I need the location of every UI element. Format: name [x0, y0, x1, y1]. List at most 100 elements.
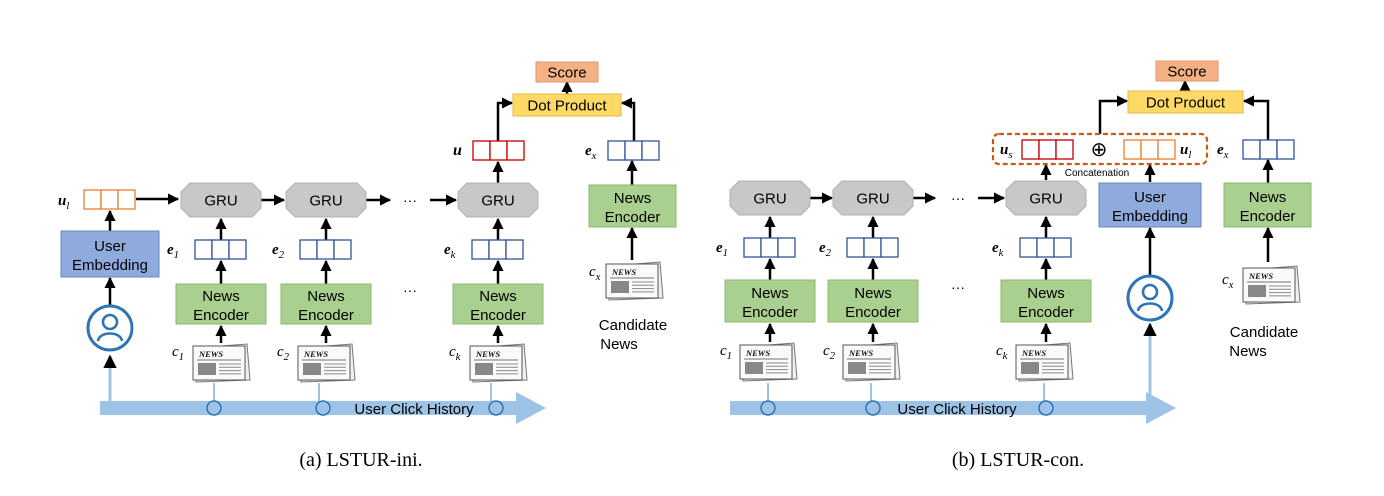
news-encoder-candidate-b-label-line1: News [1249, 189, 1287, 206]
news-encoder-a-k-label-line1: News [479, 288, 517, 305]
news-encoder-a-2 [280, 283, 372, 325]
vector-ul-b [1123, 139, 1176, 160]
candidate-label-a-1: Candidate [599, 317, 667, 334]
vector-ex-a-cell [641, 140, 660, 161]
vector-ul-a-cell [100, 189, 119, 210]
label-e-a-2: e2 [272, 242, 285, 261]
newspaper-b-2-photo [848, 362, 866, 374]
vector-e-a-1 [194, 239, 247, 260]
user-embedding-box-b-label-line2: Embedding [1112, 208, 1188, 225]
dot-product-b-label: Dot Product [1146, 95, 1226, 112]
gru-a-k [457, 182, 539, 218]
newspaper-a-k-title: NEWS [475, 349, 500, 359]
vector-e-a-2 [299, 239, 352, 260]
user-embedding-box-b-label-line1: User [1134, 189, 1166, 206]
label-c-b-2-subscript: 2 [830, 350, 836, 362]
history-arrow-a-shaft [100, 401, 516, 415]
news-encoder-candidate-b [1223, 182, 1312, 228]
label-cx-a: cx [589, 264, 601, 283]
newspaper-a-k: NEWS [469, 343, 528, 383]
label-ul-b-subscript: l [1188, 149, 1191, 161]
news-encoder-candidate-a-label-line2: Encoder [605, 209, 661, 226]
label-c-a-k: ck [449, 344, 461, 363]
user-embedding-box-b [1098, 182, 1202, 228]
vector-u-a-cell [472, 140, 491, 161]
news-encoder-b-2-label-line1: News [854, 285, 892, 302]
score-b-label: Score [1167, 64, 1206, 81]
label-us-b-symbol: u [1000, 142, 1008, 158]
history-arrow-b-node [760, 400, 776, 416]
label-ul-a: ul [58, 193, 69, 212]
vector-e-a-k-cell [505, 239, 524, 260]
candidate-label-b-2: News [1229, 343, 1267, 360]
vector-e-b-1 [743, 237, 796, 258]
label-c-a-2-subscript: 2 [284, 351, 290, 363]
label-ul-a-symbol: u [58, 193, 66, 209]
label-cx-a-symbol: c [589, 264, 596, 280]
label-e-b-k-symbol: e [992, 240, 999, 256]
vector-us-b-cell [1055, 139, 1074, 160]
label-ex-b: ex [1217, 142, 1229, 161]
label-cx-a-subscript: x [595, 271, 601, 283]
label-us-b-subscript: s [1008, 149, 1012, 161]
label-cx-b-subscript: x [1228, 279, 1234, 291]
user-icon-a-body [96, 332, 124, 342]
label-e-b-k: ek [992, 240, 1004, 259]
history-arrow-b-node [1038, 400, 1054, 416]
vector-e-b-2-cell [880, 237, 899, 258]
label-e-a-2-symbol: e [272, 242, 279, 258]
label-c-b-2-symbol: c [823, 343, 830, 359]
gru-a-2 [285, 182, 367, 218]
news-encoder-b-1 [724, 279, 816, 323]
label-c-b-1-subscript: 1 [727, 350, 732, 362]
candidate-label-b-1: Candidate [1230, 324, 1298, 341]
vector-e-b-1-cell [760, 237, 779, 258]
vector-e-a-2-cell [316, 239, 335, 260]
vector-e-b-1-cell [743, 237, 762, 258]
gru-a-1-label: GRU [204, 193, 237, 210]
vector-e-b-k-cell [1053, 237, 1072, 258]
news-encoder-candidate-a-label-line1: News [614, 190, 652, 207]
label-e-a-1-symbol: e [167, 242, 174, 258]
gru-b-k [1005, 180, 1087, 216]
newspaper-a-k-photo [475, 363, 493, 375]
ex-to-dot-b [1242, 95, 1270, 140]
news-encoder-a-1-label-line1: News [202, 288, 240, 305]
vector-us-b-cell [1021, 139, 1040, 160]
user-embedding-box-a [60, 230, 160, 278]
vector-ex-a-cell [607, 140, 626, 161]
ellipsis-gru-a: ··· [403, 192, 417, 208]
label-c-b-2: c2 [823, 343, 836, 362]
gru-a-1 [180, 182, 262, 218]
label-e-b-2: e2 [819, 240, 832, 259]
label-e-b-1-symbol: e [716, 240, 723, 256]
vector-e-a-2-cell [299, 239, 318, 260]
user-icon-b-body [1136, 302, 1164, 312]
score-b [1155, 60, 1219, 82]
vector-e-b-2 [846, 237, 899, 258]
label-e-a-1: e1 [167, 242, 179, 261]
newspaper-a-2: NEWS [297, 343, 356, 383]
newspaper-b-k-title: NEWS [1021, 348, 1046, 358]
label-u-a-symbol: u [453, 142, 462, 159]
news-encoder-b-2 [827, 279, 919, 323]
news-encoder-b-k-label-line1: News [1027, 285, 1065, 302]
dot-product-b [1127, 90, 1244, 114]
vector-e-a-1-cell [194, 239, 213, 260]
vector-ex-b-cell [1242, 139, 1261, 160]
gru-b-k-label: GRU [1029, 191, 1062, 208]
label-ex-b-subscript: x [1223, 149, 1229, 161]
vector-u-a-cell [506, 140, 525, 161]
vector-ex-a [607, 140, 660, 161]
vector-ul-a [83, 189, 136, 210]
ellipsis-gru-b: ··· [951, 190, 965, 206]
newspaper-candidate-a-photo [611, 281, 629, 293]
news-encoder-b-1-label-line1: News [751, 285, 789, 302]
label-c-a-1-symbol: c [172, 344, 179, 360]
vector-e-b-k-cell [1036, 237, 1055, 258]
label-c-a-1-subscript: 1 [179, 351, 184, 363]
candidate-label-a-2: News [600, 336, 638, 353]
